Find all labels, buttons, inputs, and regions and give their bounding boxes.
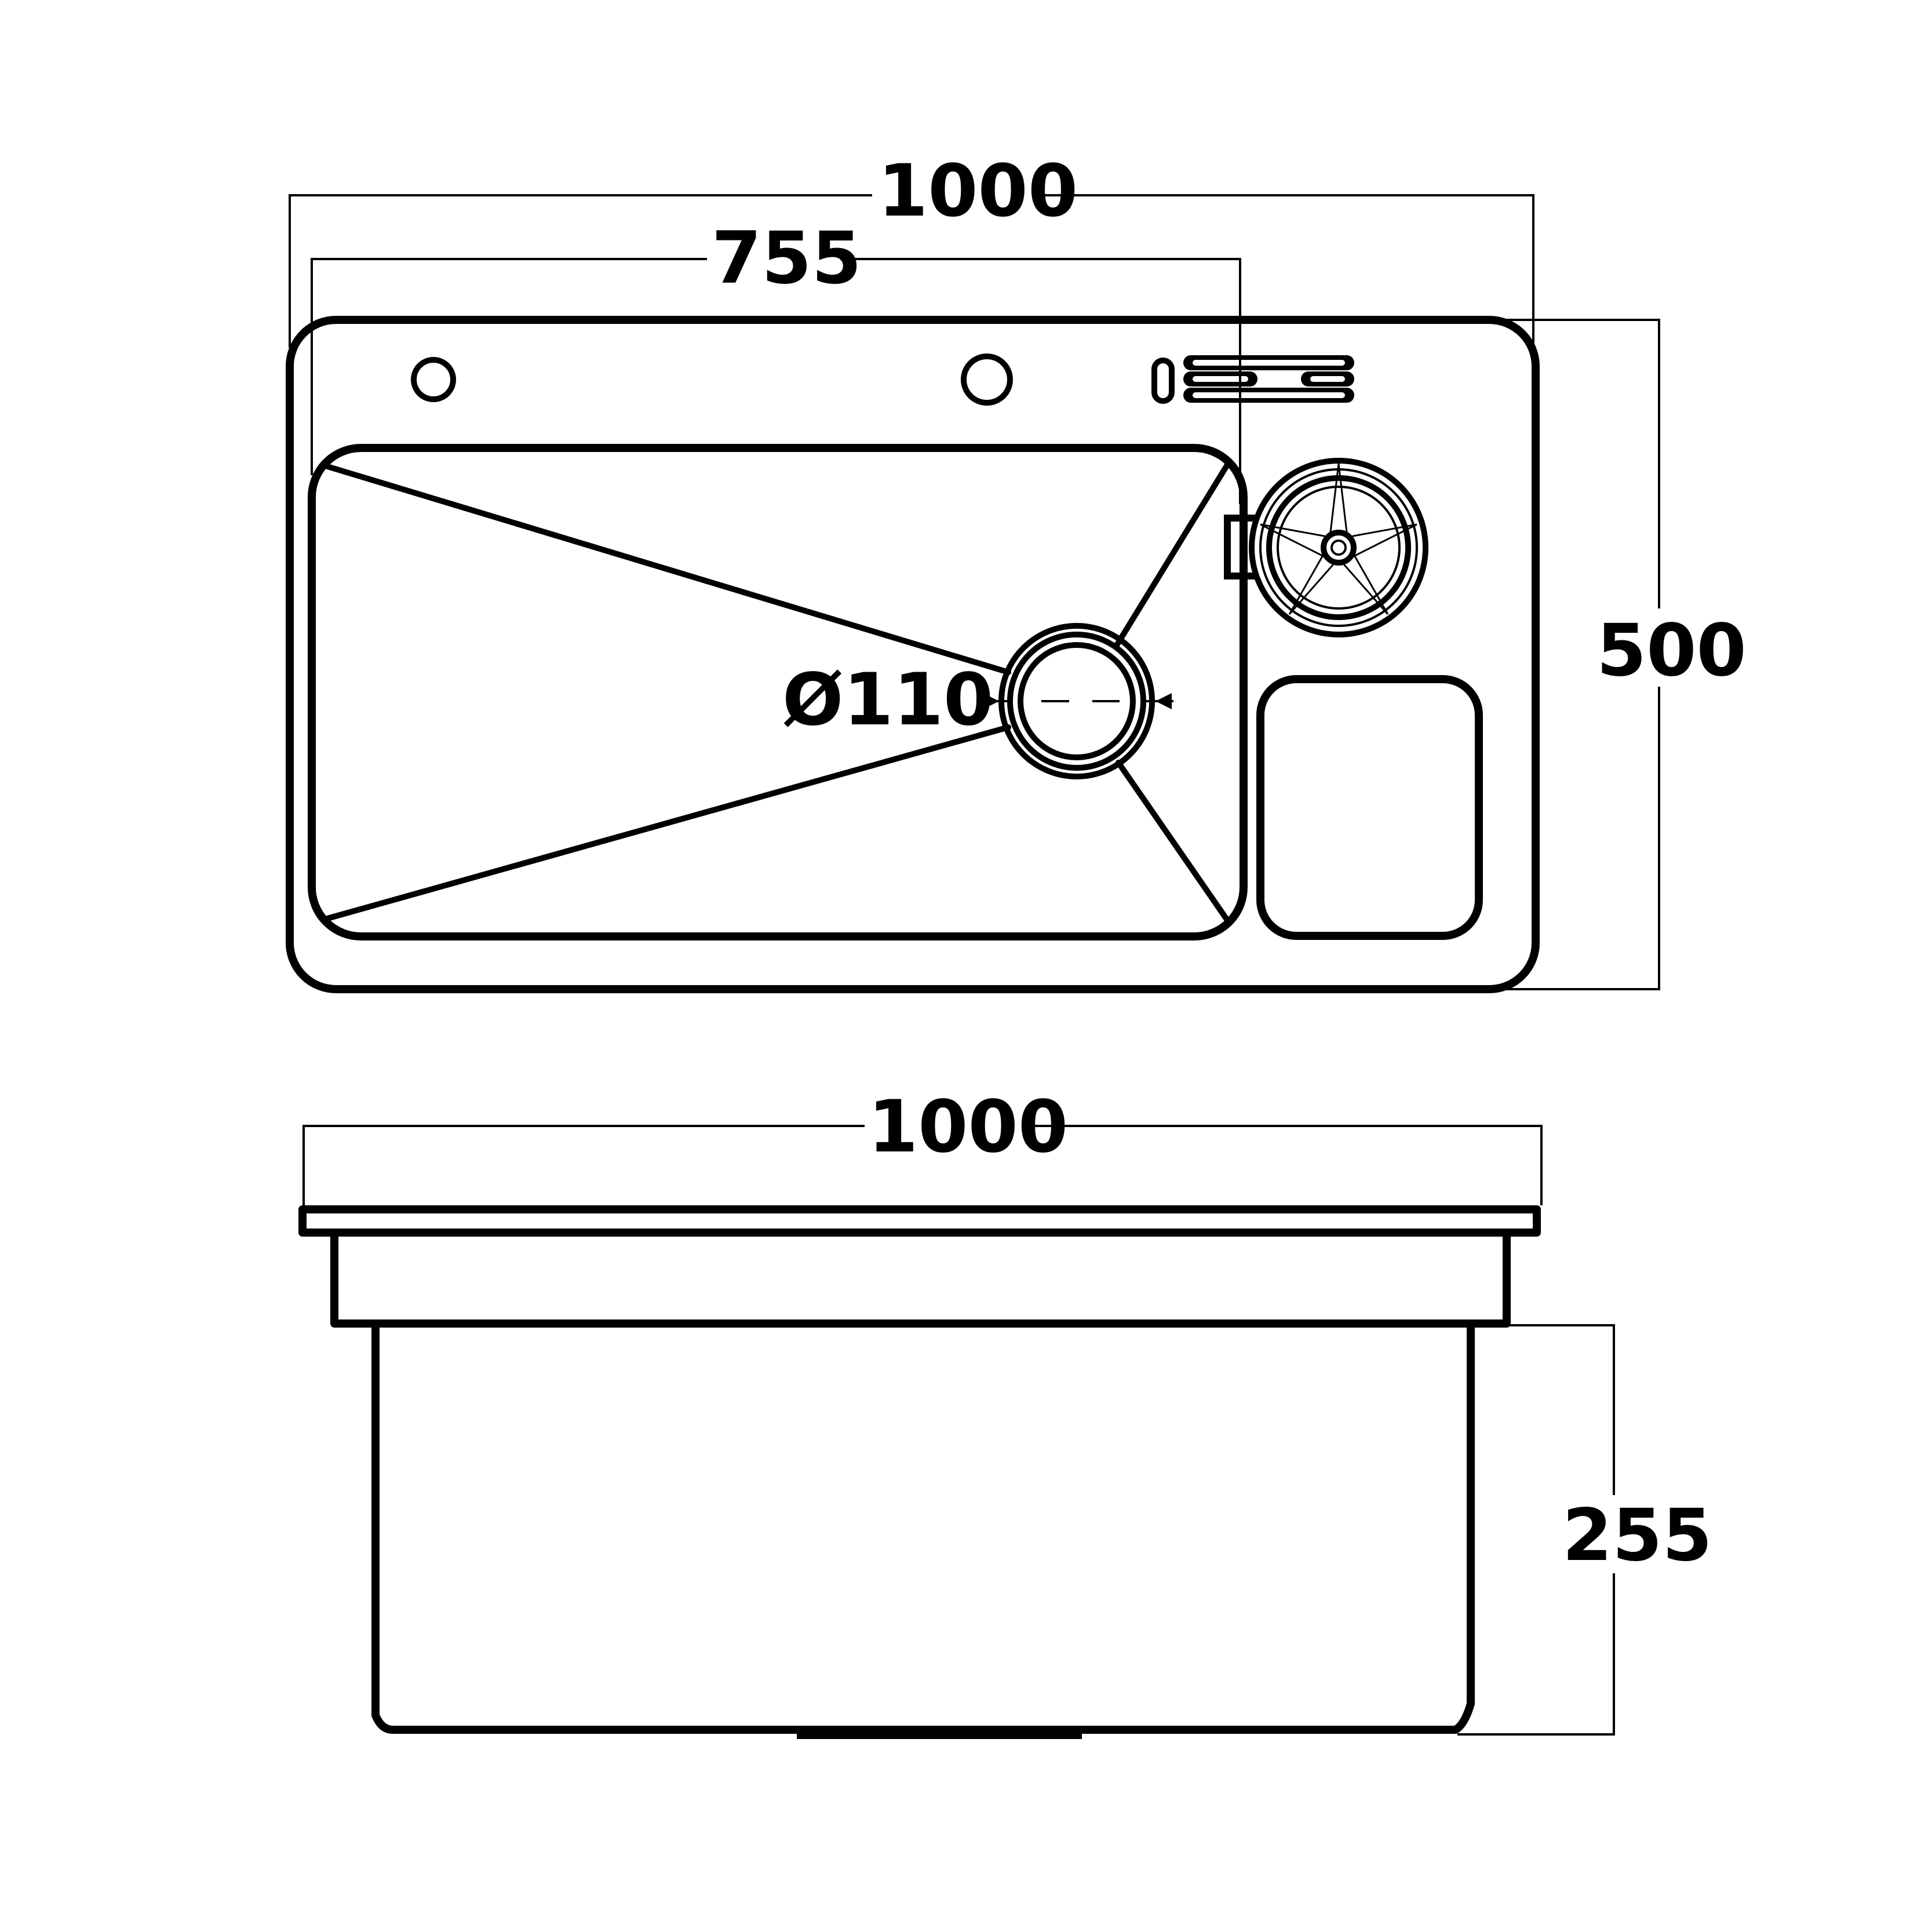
overflow-slot xyxy=(1151,358,1175,404)
cup-rinser xyxy=(1224,458,1428,637)
top-depth-dimension: 500 xyxy=(1507,319,1747,990)
bowl-slope-lines xyxy=(325,462,1230,923)
drain xyxy=(998,623,1155,779)
slot-bars xyxy=(1183,355,1354,403)
side-height-dimension: 255 xyxy=(1457,1324,1712,1736)
side-drain-strip xyxy=(797,1730,1082,1739)
side-width-label: 1000 xyxy=(868,1085,1068,1169)
sink-outline xyxy=(286,316,1540,993)
top-depth-label: 500 xyxy=(1596,609,1747,692)
side-bowl-body xyxy=(371,1319,1475,1734)
main-bowl xyxy=(308,444,1248,941)
top-view: Ø110 1000 xyxy=(286,150,1747,993)
side-height-label: 255 xyxy=(1562,1494,1712,1577)
side-view: 1000 255 xyxy=(298,1085,1712,1739)
side-compartment xyxy=(1256,675,1483,940)
faucet-hole-right xyxy=(961,353,1013,406)
faucet-hole-left xyxy=(411,357,456,402)
drain-diameter-dimension: Ø110 xyxy=(782,658,1173,742)
bowl-width-dimension: 755 xyxy=(311,217,1241,504)
top-width-label: 1000 xyxy=(878,150,1078,233)
drain-diameter-label: Ø110 xyxy=(782,658,993,742)
side-upper-body xyxy=(330,1229,1511,1328)
side-width-dimension: 1000 xyxy=(302,1085,1543,1205)
top-width-dimension: 1000 xyxy=(289,150,1534,348)
bowl-width-label: 755 xyxy=(712,217,862,300)
